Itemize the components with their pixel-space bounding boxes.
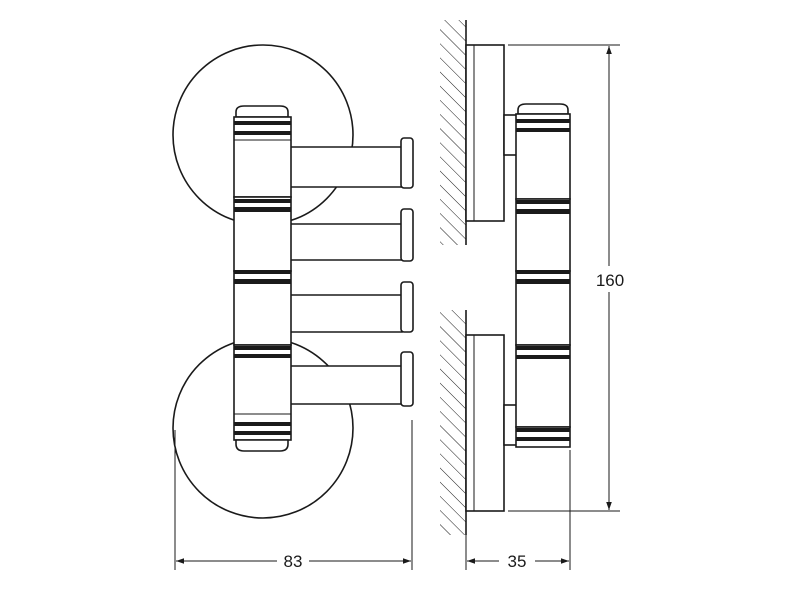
side-view: 160 35 (440, 20, 630, 571)
front-view: 83 (172, 44, 414, 571)
center-column (233, 105, 292, 452)
depth-dimension: 35 (465, 450, 571, 571)
side-column (515, 103, 571, 448)
wall-section-bottom (440, 310, 467, 535)
height-dimension: 160 (508, 44, 630, 512)
bottom-plate-side (465, 334, 505, 512)
width-label: 83 (284, 552, 303, 571)
hook-arm-2 (264, 208, 414, 262)
width-dimension: 83 (174, 420, 413, 571)
depth-label: 35 (508, 552, 527, 571)
wall-section-top (440, 20, 467, 245)
top-plate-side (465, 44, 505, 222)
height-label: 160 (596, 271, 624, 290)
